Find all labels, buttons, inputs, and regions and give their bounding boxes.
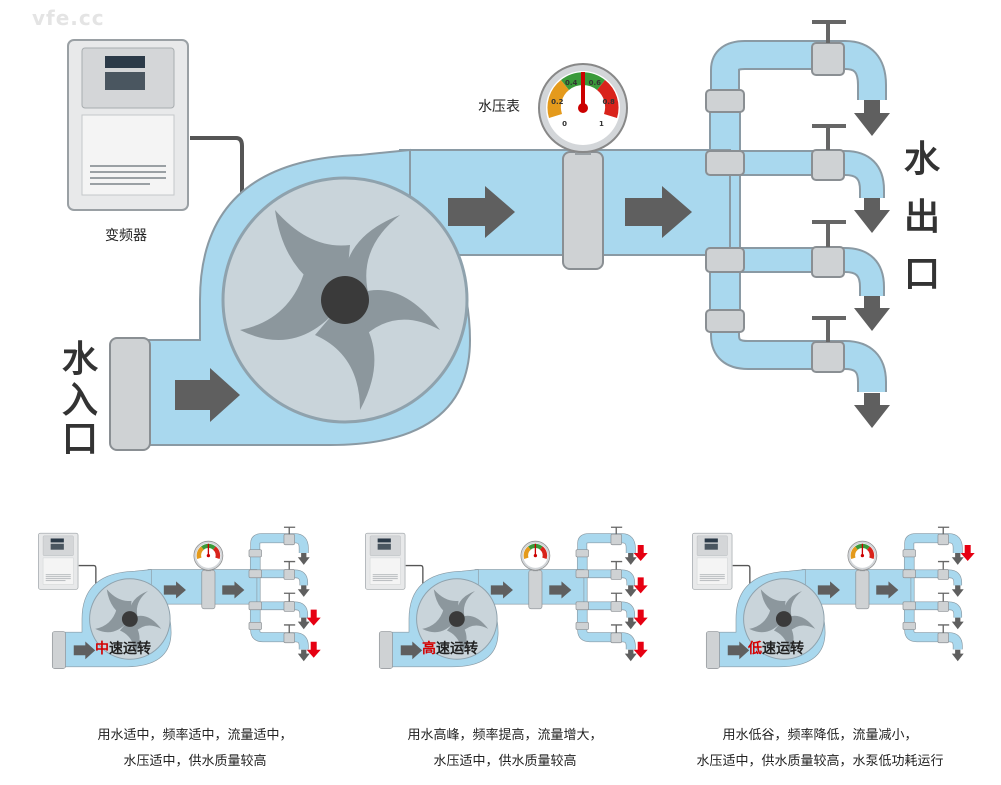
panel-low-speed	[692, 527, 963, 668]
panel-0-caption-line1: 用水适中，频率适中，流量适中，	[97, 728, 293, 743]
vfd-label: 变频器	[105, 228, 147, 244]
gauge-tick-label: 1	[598, 120, 604, 129]
panel-0-mode-rest: 速运转	[109, 641, 151, 657]
panel-1-mode: 高速运转	[422, 638, 478, 658]
gauge-tick-label: 0	[562, 120, 568, 129]
panel-1-mode-rest: 速运转	[436, 641, 478, 657]
inlet-char-1: 水	[62, 339, 99, 380]
main-pump-scene	[68, 22, 890, 450]
watermark: vfe.cc	[32, 6, 105, 30]
gauge-tick-label: 0.6	[588, 78, 601, 87]
panel-medium-speed	[38, 527, 309, 668]
panel-0-red-arrow-3	[306, 641, 321, 658]
panel-0-red-arrow-2	[306, 609, 321, 626]
inlet-char-2: 入	[62, 380, 99, 421]
panel-1-caption-line2: 水压适中，供水质量较高	[433, 754, 577, 769]
panel-2-mode: 低速运转	[748, 638, 804, 658]
panel-1-red-arrow-0	[633, 545, 648, 561]
gauge-label: 水压表	[478, 99, 520, 115]
panel-1-red-arrow-3	[633, 641, 648, 658]
panel-1-caption-line1: 用水高峰，频率提高，流量增大，	[407, 728, 603, 743]
inlet-char-3: 口	[62, 419, 99, 460]
panel-2-caption: 用水低谷，频率降低，流量减小， 水压适中，供水质量较高，水泵低功耗运行	[670, 723, 970, 775]
panel-2-mode-highlight: 低	[748, 641, 762, 657]
gauge-tick-label: 0.8	[602, 97, 615, 106]
panel-2-red-arrow-0	[960, 545, 975, 561]
panel-2-caption-line1: 用水低谷，频率降低，流量减小，	[722, 728, 918, 743]
panel-0-caption-line2: 水压适中，供水质量较高	[123, 754, 267, 769]
panel-2-mode-rest: 速运转	[762, 641, 804, 657]
panel-0-mode-highlight: 中	[95, 641, 109, 657]
panel-0-caption: 用水适中，频率适中，流量适中， 水压适中，供水质量较高	[60, 723, 330, 775]
outlet-char-2: 出	[904, 197, 941, 238]
panel-0-mode: 中速运转	[95, 638, 151, 658]
gauge-tick-label: 0.2	[551, 97, 564, 106]
panel-high-speed	[365, 527, 636, 668]
panel-1-mode-highlight: 高	[422, 641, 436, 657]
panel-1-red-arrow-2	[633, 609, 648, 626]
outlet-char-1: 水	[904, 139, 941, 180]
outlet-char-3: 口	[904, 254, 941, 295]
panel-2-caption-line2: 水压适中，供水质量较高，水泵低功耗运行	[696, 754, 944, 769]
panel-1-caption: 用水高峰，频率提高，流量增大， 水压适中，供水质量较高	[370, 723, 640, 775]
panel-1-red-arrow-1	[633, 577, 648, 594]
red-demand-arrows	[306, 545, 975, 658]
gauge-tick-label: 0.4	[564, 78, 578, 87]
